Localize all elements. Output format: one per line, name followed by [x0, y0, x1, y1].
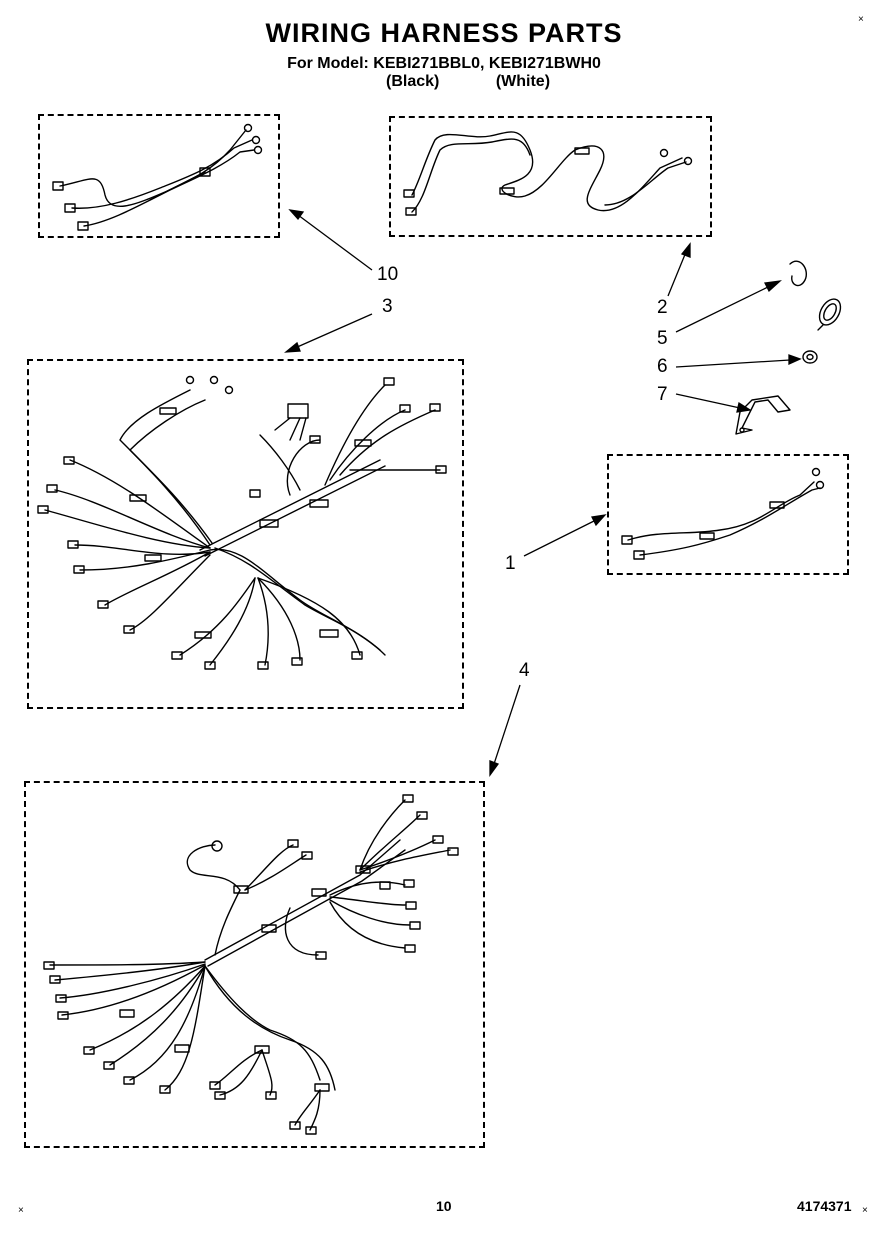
part-box-4: [24, 781, 485, 1148]
page-title: WIRING HARNESS PARTS: [265, 18, 623, 48]
callout-2: 2: [657, 297, 668, 318]
part-2-clip: [789, 260, 807, 287]
callout-6: 6: [657, 356, 668, 377]
callout-1: 1: [505, 553, 516, 574]
harness-part-3: [37, 375, 447, 670]
variant-white: (White): [495, 73, 551, 90]
part-box-3: [27, 359, 464, 709]
part-6-small-grommet: [802, 350, 818, 364]
part-box-2: [389, 116, 712, 237]
part-5-grommet: [817, 298, 842, 331]
corner-mark: ×: [862, 1205, 868, 1216]
callout-7: 7: [657, 384, 668, 405]
harness-part-10: [52, 123, 263, 231]
callout-3: 3: [382, 296, 393, 317]
callout-5: 5: [657, 328, 668, 349]
part-7-bracket: [735, 395, 791, 435]
part-box-1: [607, 454, 849, 575]
color-variants: (Black) (White): [386, 73, 550, 91]
harness-part-2: [403, 131, 693, 216]
variant-black: (Black): [386, 73, 440, 90]
page-number: 10: [436, 1198, 452, 1214]
harness-part-1: [621, 467, 825, 560]
callout-4: 4: [519, 660, 530, 681]
document-number: 4174371: [797, 1198, 852, 1214]
callout-10: 10: [377, 264, 399, 285]
harness-part-4: [43, 794, 459, 1135]
model-subtitle: For Model: KEBI271BBL0, KEBI271BWH0: [287, 55, 601, 72]
part-box-10: [38, 114, 280, 238]
corner-mark: ×: [18, 1205, 24, 1216]
corner-mark: ×: [858, 14, 864, 25]
